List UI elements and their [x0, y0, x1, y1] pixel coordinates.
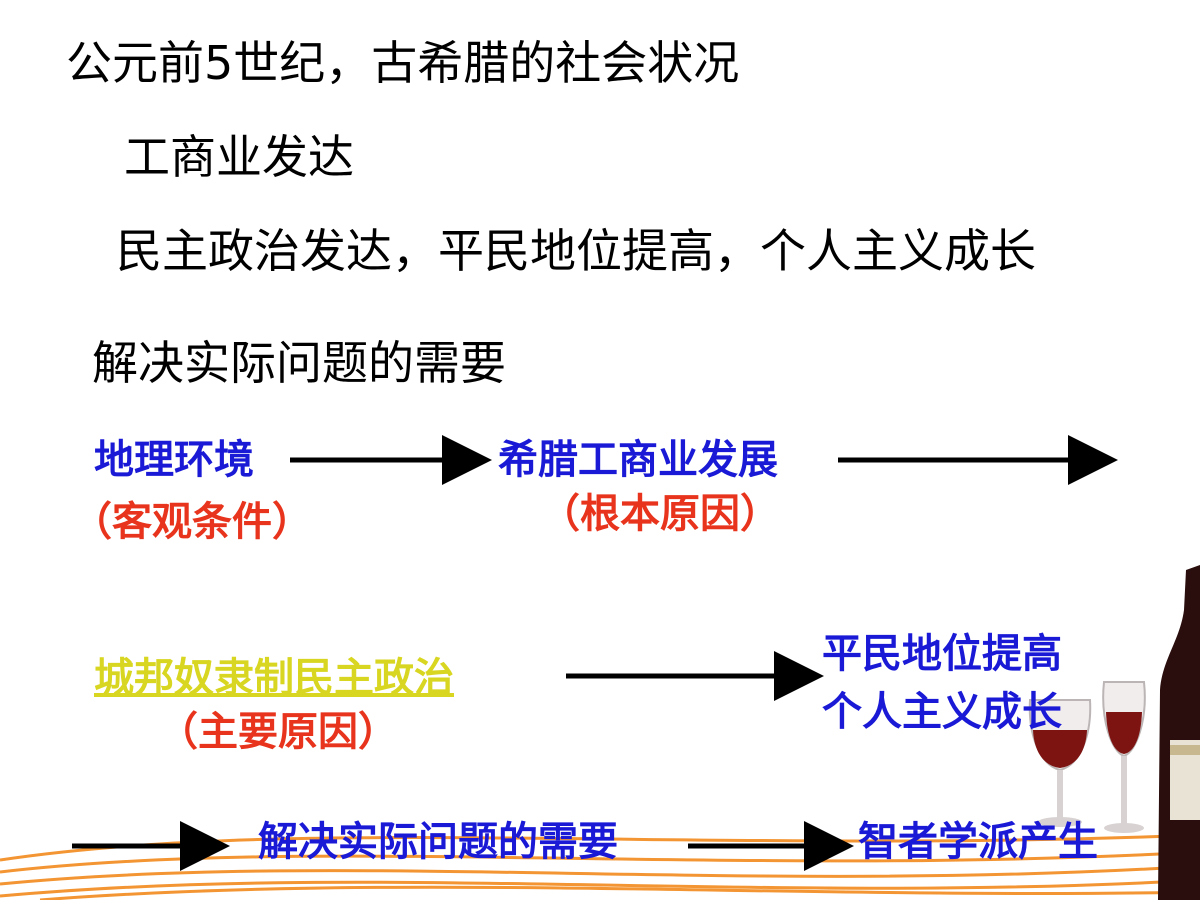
caption-objective-condition: （客观条件） [72, 499, 312, 545]
bullet-democracy: 民主政治发达，平民地位提高，个人主义成长 [116, 224, 1036, 278]
node-sophists-emerge: 智者学派产生 [858, 819, 1098, 865]
wine-glass-icon [1102, 681, 1146, 833]
wine-glass-icon [1028, 699, 1092, 827]
slide-title: 公元前5世纪，古希腊的社会状况 [66, 36, 740, 90]
bullet-practical-needs: 解决实际问题的需要 [92, 336, 506, 390]
node-status-individualism: 平民地位提高 个人主义成长 [822, 625, 1062, 741]
bullet-commerce: 工商业发达 [124, 130, 354, 184]
wine-bottle-icon [1158, 565, 1200, 900]
node-status-line: 平民地位提高 [822, 631, 1062, 677]
caption-fundamental-cause: （根本原因） [540, 491, 780, 537]
node-individualism-line: 个人主义成长 [822, 689, 1062, 735]
node-geography: 地理环境 [94, 437, 254, 483]
node-city-state-democracy: 城邦奴隶制民主政治 [94, 655, 454, 701]
node-practical-needs: 解决实际问题的需要 [258, 819, 618, 865]
caption-main-cause: （主要原因） [158, 709, 398, 755]
node-commerce-development: 希腊工商业发展 [498, 437, 778, 483]
orange-swoosh-lines [0, 833, 1200, 900]
